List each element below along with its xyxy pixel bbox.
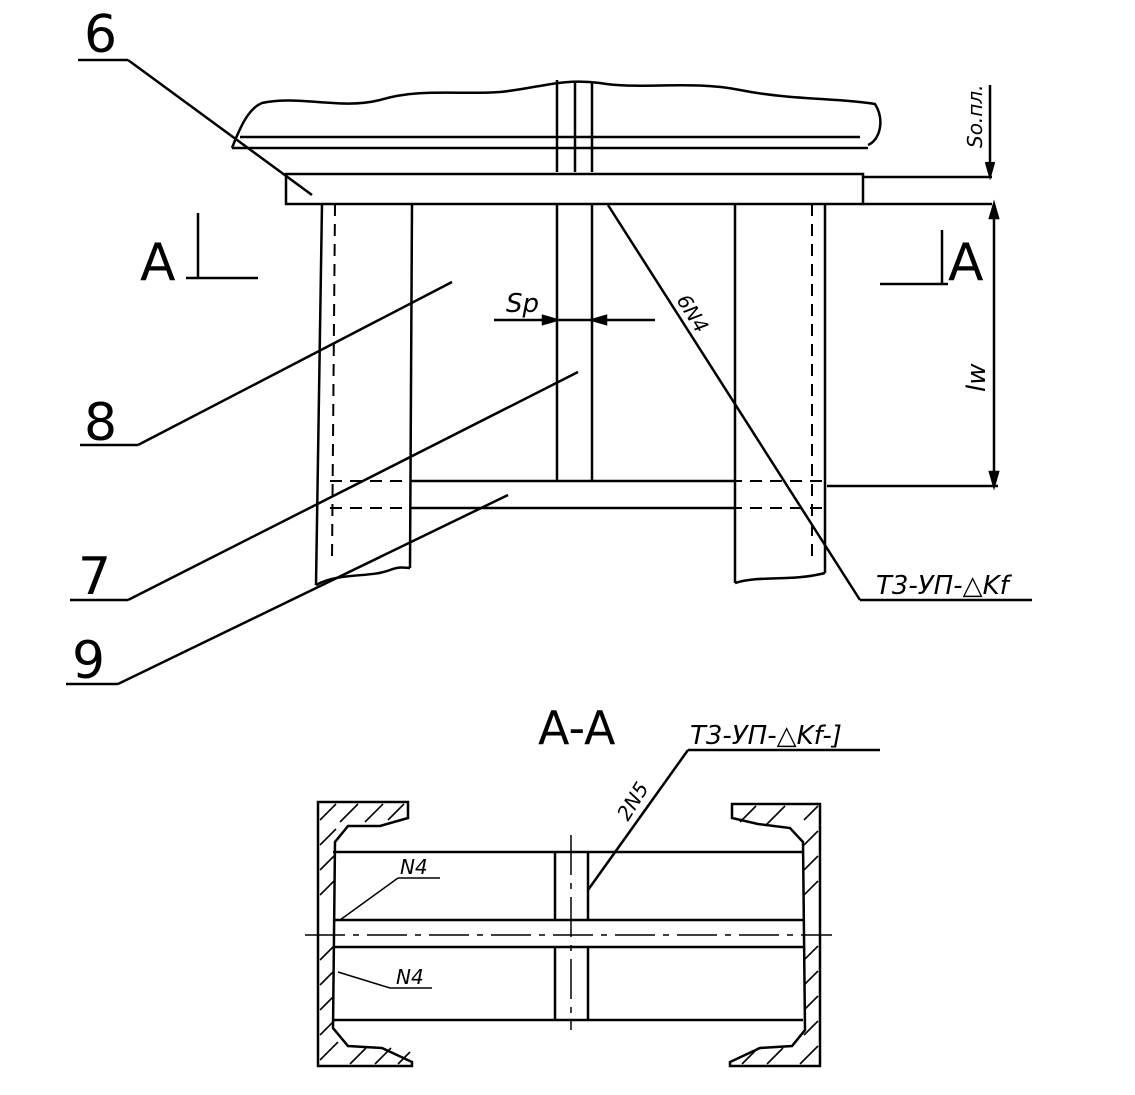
channel-left-outer [314,203,324,586]
section-mark-left: A [140,233,176,293]
dim-lw-label: lw [962,363,992,392]
part-8-label: 8 [84,393,117,453]
base-plate [284,172,865,206]
weld-bottom-code: 2N5 [612,778,654,825]
weld-bottom-note: Т3-УП-△Kf-] [690,721,842,751]
part-9-label: 9 [72,631,105,691]
weld-n4-lower: N4 [396,965,424,989]
part-6-label: 6 [84,5,117,65]
dim-s-pl-label: Sо.пл. [963,84,987,148]
part-7-label: 7 [78,547,111,607]
weld-top-leader [606,204,862,601]
section-mark-right: A [948,233,984,293]
weld-top-note: Т3-УП-△Kf [876,571,1013,601]
dim-s-r-label: Sр [506,289,539,319]
weld-n4-upper: N4 [400,855,428,879]
left-channel-section [316,800,414,1068]
top-beam-break [230,80,882,149]
section-title: A-A [538,701,616,755]
weld-bottom-leader [586,749,690,891]
right-channel-section [728,802,822,1068]
